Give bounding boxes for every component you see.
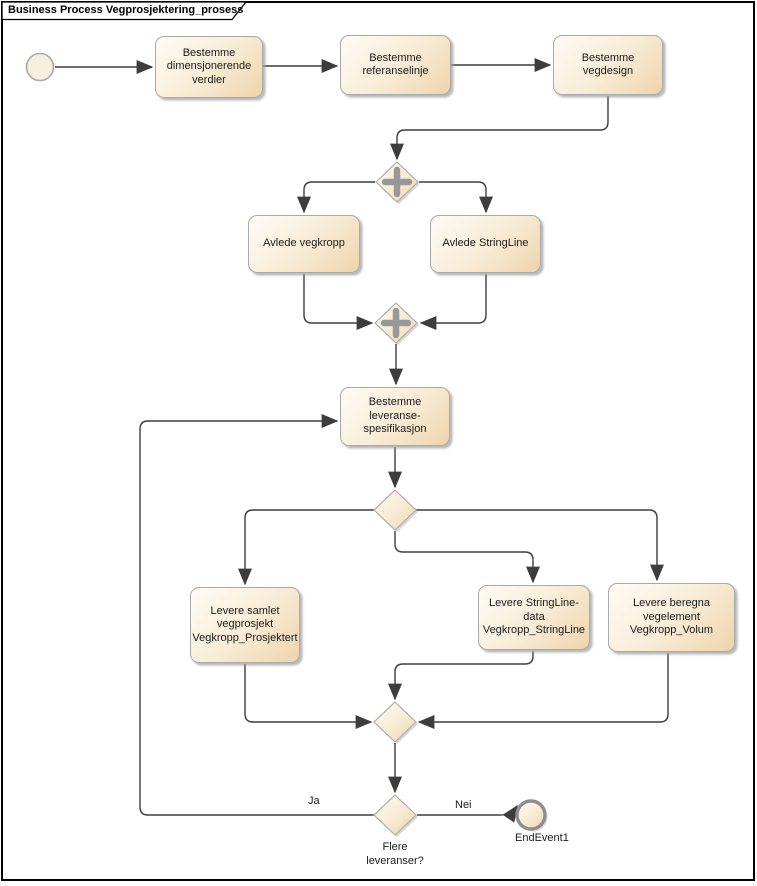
parallel-plus-icon xyxy=(381,166,413,198)
task-avlede-vegkropp[interactable]: Avlede vegkropp xyxy=(248,215,360,273)
delivery-split-gateway[interactable] xyxy=(373,489,417,531)
start-event-circle[interactable] xyxy=(25,52,55,82)
flow-split-to-levere-samlet[interactable] xyxy=(238,509,374,586)
task-levere-beregna-vegelement[interactable]: Levere beregna vegelement Vegkropp_Volum xyxy=(608,583,735,652)
task-bestemme-dimensjonerende-verdier[interactable]: Bestemme dimensjonerende verdier xyxy=(155,36,263,98)
delivery-merge-gateway[interactable] xyxy=(373,701,417,743)
task-levere-samlet-vegprosjekt[interactable]: Levere samlet vegprosjekt Vegkropp_Prosj… xyxy=(190,587,300,663)
loop-decision-gateway[interactable] xyxy=(373,794,417,836)
flow-split-to-levere-beregna[interactable] xyxy=(416,509,664,582)
flow-ja-loopback[interactable] xyxy=(139,414,374,816)
flow-levere-stringline-to-merge[interactable] xyxy=(388,651,534,701)
flow-split-to-avlede-vegkropp[interactable] xyxy=(297,181,375,214)
flow-avlede-vegkropp-to-join[interactable] xyxy=(303,274,374,330)
flow-nei-to-endevent[interactable] xyxy=(417,804,518,823)
diagram-title-tab xyxy=(1,1,248,21)
parallel-plus-icon xyxy=(380,307,412,339)
flow-avlede-stringline-to-join[interactable] xyxy=(419,274,487,330)
ja-flow-label: Ja xyxy=(308,795,320,807)
task-bestemme-vegdesign[interactable]: Bestemme vegdesign xyxy=(553,35,663,95)
task-bestemme-referanselinje[interactable]: Bestemme referanselinje xyxy=(340,35,451,95)
nei-flow-label: Nei xyxy=(455,799,472,811)
task-avlede-stringline[interactable]: Avlede StringLine xyxy=(430,215,541,273)
end-event-label: EndEvent1 xyxy=(515,832,569,844)
flow-vegdesign-to-parallel-split[interactable] xyxy=(390,96,609,161)
flow-split-to-avlede-stringline[interactable] xyxy=(419,181,493,214)
task-bestemme-leveransespesifikasjon[interactable]: Bestemme leveranse- spesifikasjon xyxy=(340,387,450,446)
flow-levere-samlet-to-merge[interactable] xyxy=(244,664,373,729)
loop-decision-question-label: Flere leveranser? xyxy=(366,841,424,867)
flow-split-to-levere-stringline[interactable] xyxy=(394,531,540,584)
flow-levere-beregna-to-merge[interactable] xyxy=(417,653,669,729)
task-levere-stringline-data[interactable]: Levere StringLine- data Vegkropp_StringL… xyxy=(478,585,590,650)
diagram-title: Business Process Vegprosjektering_proses… xyxy=(8,4,244,16)
end-event-circle[interactable] xyxy=(515,799,547,831)
